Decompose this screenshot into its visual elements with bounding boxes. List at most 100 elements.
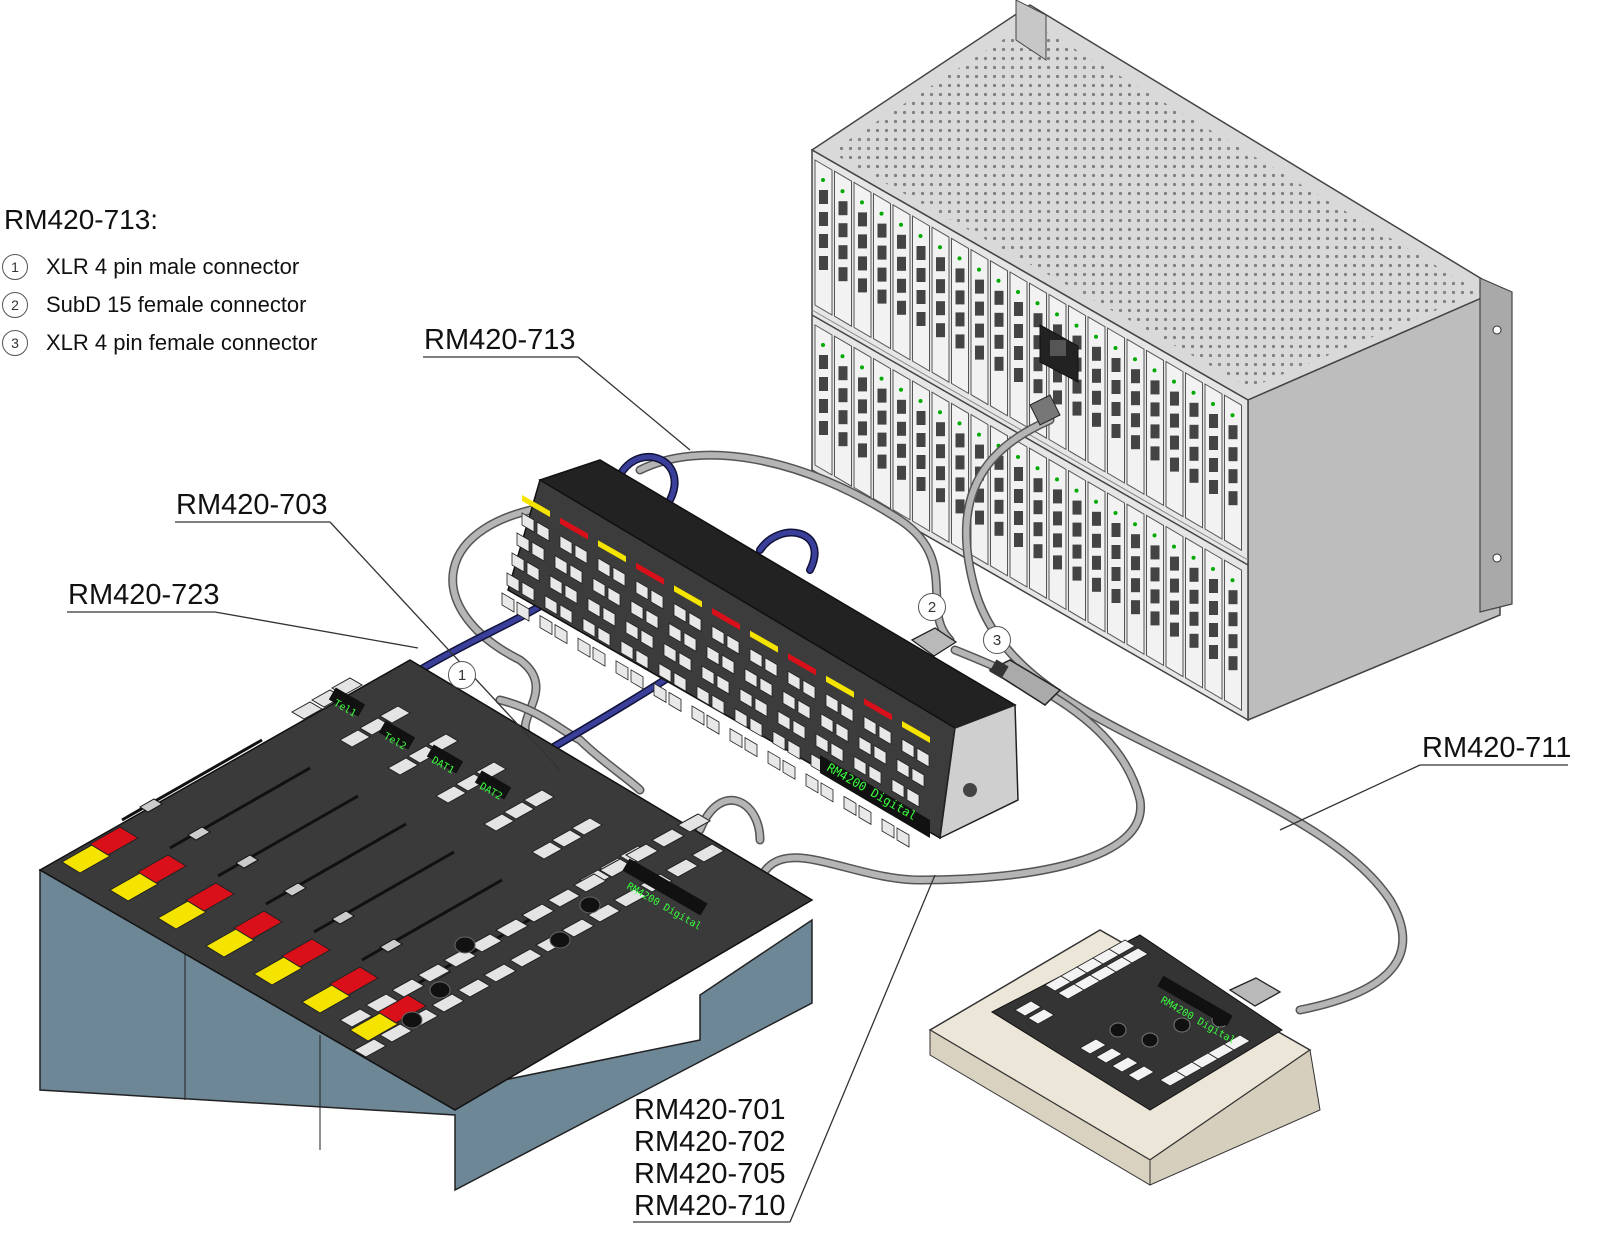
console-button	[664, 858, 700, 878]
rack-card-led	[1111, 589, 1121, 603]
bridge-button	[620, 640, 634, 661]
rack-card-led	[1072, 500, 1082, 515]
bridge-button	[843, 795, 857, 817]
rack-card-led	[1172, 379, 1176, 384]
remote-button	[1108, 939, 1136, 956]
rack-card-led	[877, 410, 887, 425]
rack-card-led	[1189, 402, 1199, 417]
bridge-button	[706, 645, 720, 666]
rack-card-led	[936, 488, 945, 503]
rack-card-led	[819, 355, 828, 369]
rack-card-led	[938, 410, 942, 415]
rack-card-led	[1053, 390, 1062, 405]
rack-card-led	[1228, 590, 1238, 605]
rack-card-led	[955, 268, 965, 283]
rack-card-led	[819, 256, 828, 270]
bridge-button	[749, 647, 763, 669]
legend-item-2: 2 SubD 15 female connector	[2, 290, 307, 320]
rack-card-led	[877, 245, 887, 260]
rack-card-led	[1133, 522, 1137, 527]
rack-card-led	[1170, 435, 1179, 450]
bridge-button	[569, 563, 583, 585]
rack-card-led	[1072, 335, 1082, 350]
legend-title: RM420-713:	[4, 204, 159, 235]
rack-card-led	[1170, 622, 1179, 637]
rack-card-led	[1131, 369, 1140, 384]
remote-buttons	[1014, 939, 1251, 1087]
bridge-button	[653, 682, 667, 704]
rack-card-led	[1053, 368, 1062, 383]
rack-card-led	[1092, 368, 1101, 383]
rack-card-led	[838, 267, 848, 282]
rack-card-led	[1170, 578, 1179, 593]
legend-text-1: XLR 4 pin male connector	[46, 254, 300, 279]
console-button	[442, 948, 478, 968]
rack-card-led	[1230, 578, 1235, 583]
bridge-button	[645, 609, 659, 630]
bridge-strip-label	[902, 721, 930, 743]
rack-card-led	[1072, 401, 1082, 416]
bridge-button	[802, 679, 816, 700]
rack-card-led	[838, 432, 848, 447]
rack-card-led	[1150, 589, 1160, 604]
rack-card-led	[899, 387, 903, 392]
callout-3: 3	[983, 626, 1011, 654]
rack-card-led	[860, 365, 864, 370]
rack-card-led	[1033, 335, 1043, 350]
rack-card-led	[955, 499, 965, 514]
console-on-button	[137, 854, 187, 884]
rack-card-led	[936, 422, 945, 437]
bridge-button	[635, 580, 649, 601]
rack-card-led	[877, 267, 887, 282]
rack-card-led	[858, 256, 867, 271]
rack-card-led	[916, 433, 926, 447]
bridge-button	[744, 736, 758, 758]
rack-card-led	[897, 399, 906, 414]
rack-card-led	[899, 222, 903, 227]
rack-card-led	[1170, 600, 1179, 615]
label-rm420-702: RM420-702	[634, 1126, 786, 1158]
console-button	[364, 993, 400, 1013]
bridge-button	[658, 662, 672, 684]
bridge-button	[577, 637, 591, 658]
bridge-button	[820, 782, 834, 803]
rack-card-led	[858, 377, 867, 392]
rack-card-led	[1111, 424, 1121, 438]
rack-card-led	[1055, 312, 1059, 317]
bridge-button	[516, 601, 530, 622]
console-off-button	[205, 928, 255, 958]
bridge-button	[815, 733, 829, 754]
label-rm420-703: RM420-703	[176, 489, 328, 521]
rack-card-led	[1053, 511, 1062, 526]
label-rm420-713: RM420-713	[424, 324, 576, 356]
rack-card-led	[1209, 458, 1218, 472]
bridge-button	[726, 634, 740, 655]
callout-1: 1	[448, 661, 476, 689]
label-stack: RM420-701 RM420-702 RM420-705 RM420-710	[634, 1094, 786, 1222]
bridge-button	[729, 727, 743, 749]
rack-card-led	[897, 278, 906, 293]
rack-card-led	[955, 334, 965, 349]
rack-card-led	[840, 189, 845, 194]
rack-card-led	[1092, 533, 1101, 548]
rack-card-led	[1131, 391, 1140, 406]
rack-card-led	[1053, 555, 1062, 570]
bridge-button	[678, 651, 692, 673]
console-off-button	[349, 1012, 399, 1042]
bridge-button	[539, 614, 553, 636]
bridge-button	[526, 561, 540, 582]
console-on-button	[233, 910, 283, 940]
rack-card-led	[1014, 368, 1023, 382]
console-button	[378, 705, 412, 724]
rack-card-led	[1211, 402, 1215, 406]
legend-num-2: 2	[2, 292, 28, 318]
remote-knob	[1109, 1022, 1127, 1038]
console-button	[386, 757, 420, 776]
rack-card-led	[1014, 346, 1023, 360]
rack-card-led	[1150, 402, 1160, 417]
bridge-button	[911, 767, 925, 788]
bridge-button	[706, 714, 720, 735]
rack-card-led	[838, 410, 848, 425]
rack-card-led	[1094, 499, 1098, 504]
